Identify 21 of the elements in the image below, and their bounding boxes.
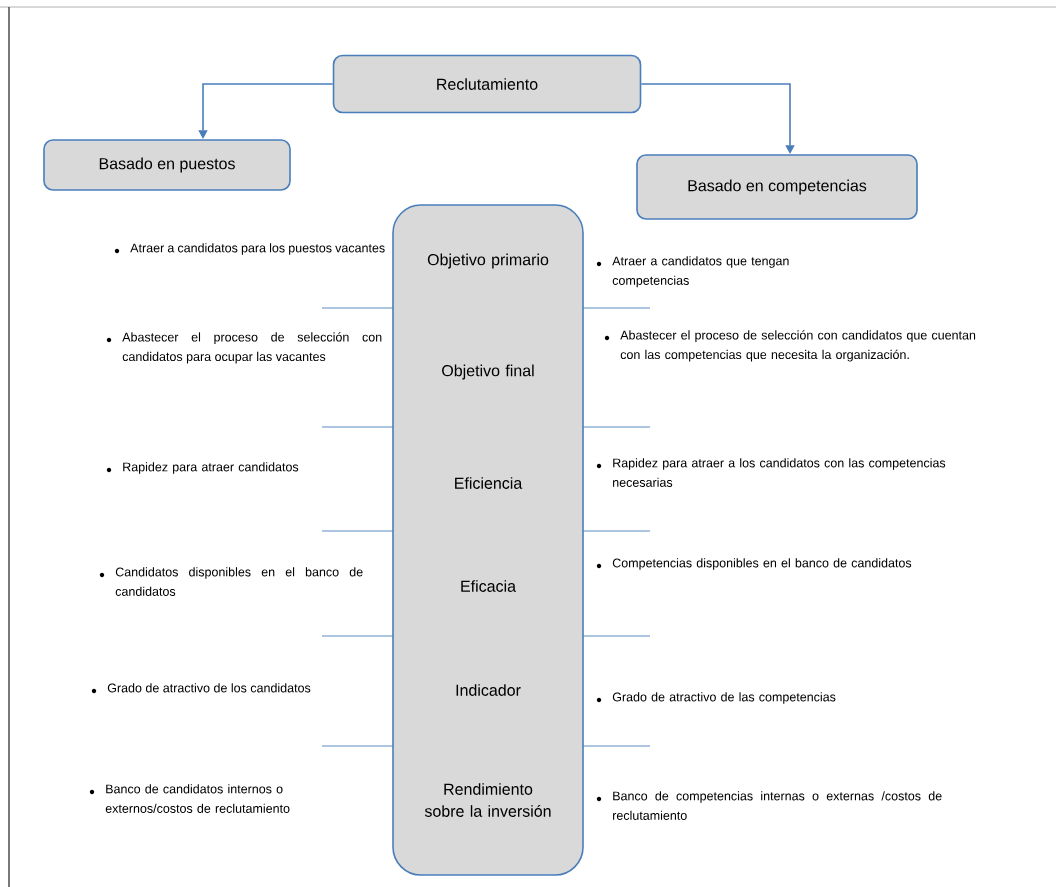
- bullet-item: Atraer a candidatos que tengan competencias: [596, 256, 789, 288]
- heading-box: Basado en puestos: [43, 139, 291, 191]
- bullet-item: Grado de atractivo de las competencias: [596, 692, 836, 704]
- heading-box: Reclutamiento: [332, 54, 642, 114]
- bullet-item: Banco de competencias internas o externas /costos de reclutamiento: [596, 791, 942, 820]
- bullet-item: Rapidez para atraer a los candidatos con las competencias necesarias: [596, 458, 946, 487]
- row-heading: Objetivo primario: [427, 253, 549, 269]
- bullet-item: Abastecer el proceso de selección con candidatos para ocupar las vacantes: [106, 332, 382, 364]
- bullet-item: Atraer a candidatos para los puestos vacantes: [114, 243, 385, 255]
- row-heading: Rendimiento sobre la inversión: [424, 783, 551, 817]
- bullet-item: Banco de candidatos internos o externos/costos de reclutamiento: [89, 784, 290, 813]
- row-heading: Objetivo final: [442, 364, 534, 380]
- bullet-item: Grado de atractivo de los candidatos: [91, 683, 311, 694]
- bullet-item: Rapidez para atraer candidatos: [106, 462, 299, 474]
- bullet-item: Abastecer el proceso de selección con candidatos que cuentan con las competencias que necesita la organización.: [604, 330, 976, 362]
- row-heading: Eficacia: [461, 580, 516, 592]
- bullet-item: Competencias disponibles en el banco de candidatos: [596, 558, 912, 570]
- bullet-item: Candidatos disponibles en el banco de candidatos: [99, 567, 363, 596]
- row-heading: Eficiencia: [455, 477, 523, 489]
- heading-box: Basado en competencias: [636, 154, 918, 220]
- row-heading: Indicador: [456, 684, 521, 696]
